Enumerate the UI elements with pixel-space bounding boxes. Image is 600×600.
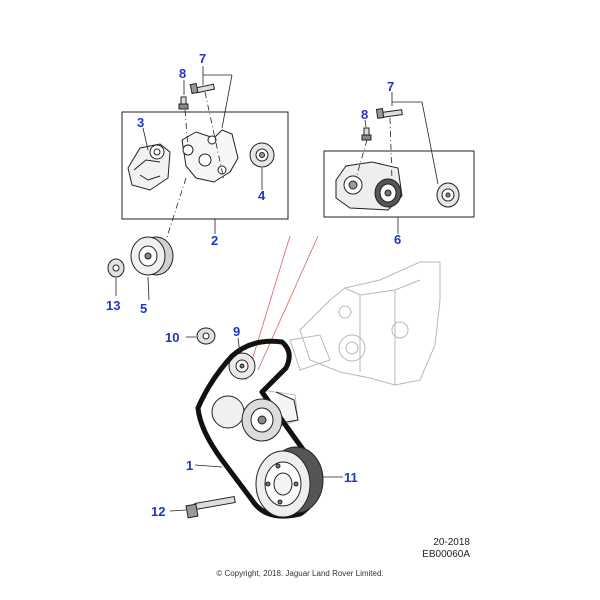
bolt-7-right	[375, 108, 403, 119]
callout-11: 11	[344, 470, 358, 485]
tensioner-assembly	[127, 143, 171, 191]
crankshaft-bolt-12	[185, 495, 236, 519]
copyright-notice: © Copyright, 2018. Jaguar Land Rover Lim…	[216, 569, 384, 578]
crankshaft-pulley-11	[255, 446, 324, 518]
bolt-7-left	[189, 82, 216, 95]
leader-lines	[115, 66, 439, 512]
idler-pulley-4	[249, 142, 275, 168]
callout-13: 13	[106, 298, 120, 313]
dashed-alignment-lines	[165, 91, 393, 241]
engine-block	[261, 261, 441, 431]
diagram-code: EB00060A	[422, 549, 470, 560]
idler-pulley-9	[228, 352, 256, 380]
callout-7-left: 7	[199, 51, 206, 66]
washer-10	[196, 327, 216, 345]
callout-8-left: 8	[179, 66, 186, 81]
callout-12: 12	[151, 504, 165, 519]
tensioner-pulley-lower	[211, 391, 299, 442]
pulley-5	[130, 236, 174, 276]
callout-10: 10	[165, 330, 179, 345]
group-box-6	[323, 150, 475, 218]
callout-3: 3	[137, 115, 144, 130]
callout-7-right: 7	[387, 79, 394, 94]
bolt-8-left	[178, 96, 189, 110]
red-reference-lines	[245, 235, 319, 381]
callout-5: 5	[140, 301, 147, 316]
group-box-2	[121, 111, 289, 220]
bolt-8-right	[361, 127, 372, 141]
dust-cap-13	[107, 258, 125, 278]
callout-6: 6	[394, 232, 401, 247]
tensioner-assembly-6	[335, 161, 460, 211]
callout-4: 4	[258, 188, 266, 203]
callout-9: 9	[233, 324, 240, 339]
callout-2: 2	[211, 233, 218, 248]
diagram-date: 20-2018	[433, 537, 470, 548]
mounting-bracket	[181, 129, 239, 183]
callout-8-right: 8	[361, 107, 368, 122]
callout-1: 1	[186, 458, 193, 473]
